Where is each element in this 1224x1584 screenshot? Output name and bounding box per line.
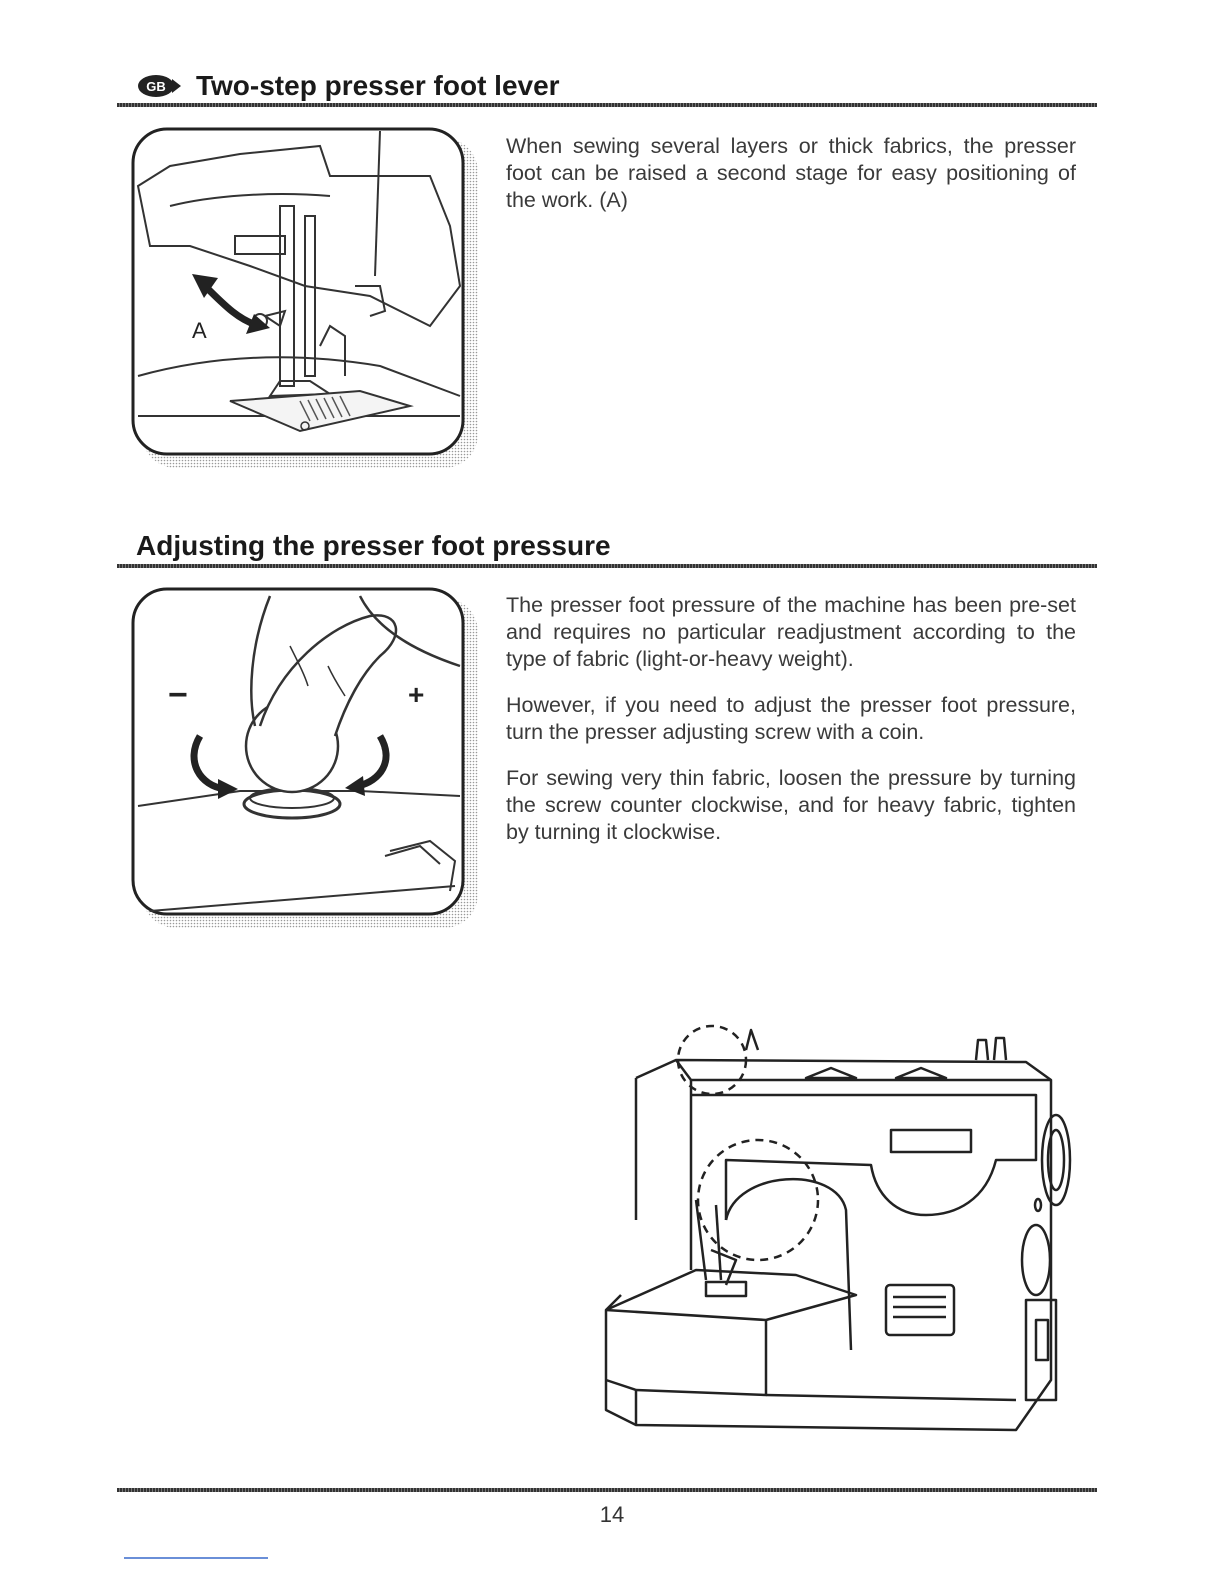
section2-paragraph-3: For sewing very thin fabric, loosen the … <box>506 766 1076 844</box>
section1-heading: GB Two-step presser foot lever <box>136 68 560 104</box>
section1-title: Two-step presser foot lever <box>196 70 560 101</box>
presser-foot-lever-figure: A <box>131 127 478 468</box>
gb-language-badge-icon: GB <box>138 75 181 97</box>
section1-body: When sewing several layers or thick fabr… <box>506 133 1076 233</box>
section2-paragraph-1: The presser foot pressure of the machine… <box>506 593 1076 671</box>
minus-sign: − <box>168 676 188 714</box>
section1-paragraph: When sewing several layers or thick fabr… <box>506 134 1076 212</box>
pressure-screw-figure: − + <box>131 587 478 928</box>
section2-title: Adjusting the presser foot pressure <box>136 530 611 561</box>
section2-body: The presser foot pressure of the machine… <box>506 592 1076 865</box>
badge-text: GB <box>146 79 166 94</box>
section1-rule <box>117 103 1097 107</box>
sewing-machine-overview-figure <box>604 1024 1072 1432</box>
footer-rule <box>117 1488 1097 1492</box>
footer-underline <box>124 1557 268 1559</box>
page-number: 14 <box>599 1502 625 1527</box>
section2-rule <box>117 564 1097 568</box>
section2-paragraph-2: However, if you need to adjust the press… <box>506 693 1076 744</box>
plus-sign: + <box>408 679 424 710</box>
figure-label-a: A <box>192 318 207 343</box>
